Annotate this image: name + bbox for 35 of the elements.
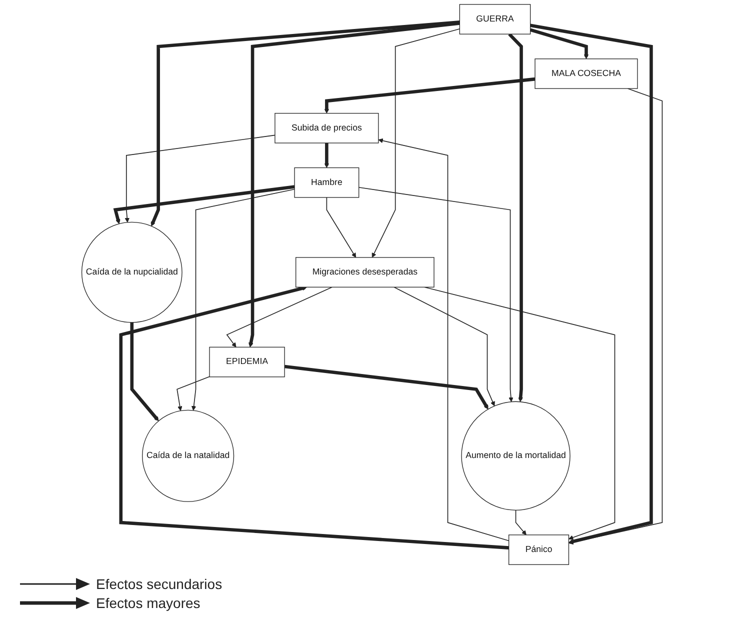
arrow: [130, 322, 159, 422]
node-box: Subida de precios: [274, 112, 379, 144]
arrow: [378, 138, 510, 542]
node-box: EPIDEMIA: [209, 346, 285, 378]
arrow: [324, 77, 536, 114]
node-circle: Aumento de la mortalidad: [461, 401, 570, 510]
legend-text: Efectos mayores: [96, 595, 200, 611]
arrow: [358, 186, 514, 402]
node-box: MALA COSECHA: [534, 58, 638, 89]
node-box: GUERRA: [459, 4, 531, 34]
arrow: [191, 188, 295, 411]
node-box: Migraciones desesperadas: [296, 257, 434, 288]
node-box: Pánico: [508, 534, 570, 565]
arrow: [324, 143, 330, 168]
arrow: [530, 24, 653, 544]
legend-text: Efectos secundarios: [96, 576, 222, 592]
arrow: [119, 286, 509, 550]
arrow: [113, 185, 295, 224]
arrow: [372, 28, 460, 258]
arrow: [515, 510, 526, 536]
node-circle: Caída de la nupcialidad: [81, 222, 182, 323]
arrow: [248, 22, 460, 348]
arrow: [424, 286, 616, 540]
arrow: [150, 20, 460, 226]
arrow: [124, 134, 276, 223]
arrow: [176, 376, 210, 411]
node-box: Hambre: [294, 167, 360, 198]
arrow: [508, 32, 524, 402]
arrow: [530, 28, 589, 60]
node-circle: Caída de la natalidad: [142, 410, 234, 502]
arrow: [284, 364, 488, 410]
arrow: [326, 197, 356, 258]
arrow: [226, 286, 333, 348]
arrow: [568, 88, 663, 545]
arrow: [394, 286, 495, 406]
